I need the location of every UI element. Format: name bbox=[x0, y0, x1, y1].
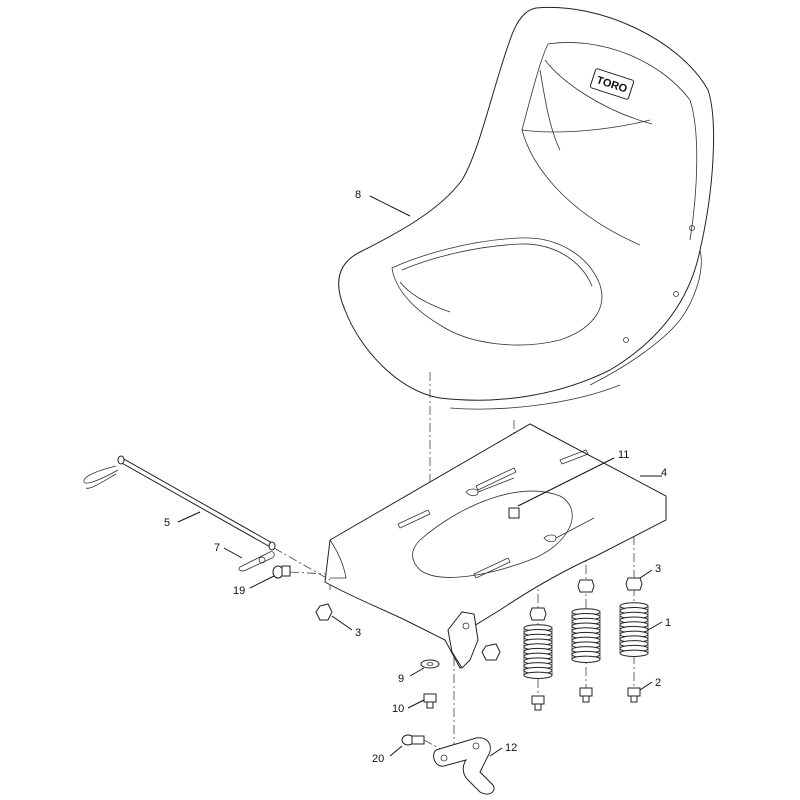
brand-logo: TORO bbox=[589, 68, 635, 100]
spring-left bbox=[523, 607, 553, 711]
callout-pivot-rod: 5 bbox=[164, 517, 170, 529]
spring-middle-coil bbox=[571, 655, 601, 663]
spring-right-bolt bbox=[627, 687, 641, 697]
spring-middle bbox=[571, 579, 601, 703]
callout-hairpin: 7 bbox=[214, 542, 220, 554]
callout-bolt-right: 2 bbox=[655, 677, 661, 689]
spring-right-coil bbox=[619, 649, 649, 657]
callout-nut-right: 3 bbox=[655, 563, 661, 575]
spring-left-coil bbox=[523, 671, 553, 679]
latch bbox=[433, 737, 495, 795]
spring-group bbox=[523, 577, 649, 711]
seat-plate bbox=[324, 423, 667, 669]
spring-right-nut bbox=[625, 577, 643, 591]
bolt-lower bbox=[423, 693, 437, 709]
callout-shoulder-bolt: 19 bbox=[233, 585, 245, 597]
callouts: 8 5 7 19 3 4 11 3 1 2 9 10 20 12 bbox=[164, 189, 671, 765]
spring-right bbox=[619, 577, 649, 703]
spring-right-bolt-shank bbox=[630, 695, 638, 703]
bracket-nut bbox=[481, 643, 501, 661]
nut-left bbox=[315, 603, 333, 621]
spring-middle-bolt bbox=[579, 687, 593, 697]
spring-middle-bolt-shank bbox=[582, 695, 590, 703]
spring-left-nut bbox=[529, 607, 547, 621]
callout-seat-plate: 4 bbox=[661, 467, 667, 479]
pivot-rod bbox=[83, 455, 331, 581]
callout-washer: 9 bbox=[398, 673, 404, 685]
seat: TORO bbox=[338, 6, 715, 410]
callout-spring: 1 bbox=[665, 617, 671, 629]
callout-latch: 12 bbox=[505, 742, 517, 754]
shoulder-bolt bbox=[272, 565, 327, 579]
callout-bolt-lower: 10 bbox=[392, 703, 404, 715]
callout-bolt-latch: 20 bbox=[372, 753, 384, 765]
washer bbox=[420, 659, 440, 669]
spring-middle-nut bbox=[577, 579, 595, 593]
callout-seat: 8 bbox=[355, 189, 361, 201]
callout-nut-left: 3 bbox=[355, 627, 361, 639]
callout-center-stud: 11 bbox=[618, 449, 629, 461]
spring-left-bolt-shank bbox=[534, 703, 542, 711]
spring-left-bolt bbox=[531, 695, 545, 705]
hairpin bbox=[238, 551, 275, 572]
